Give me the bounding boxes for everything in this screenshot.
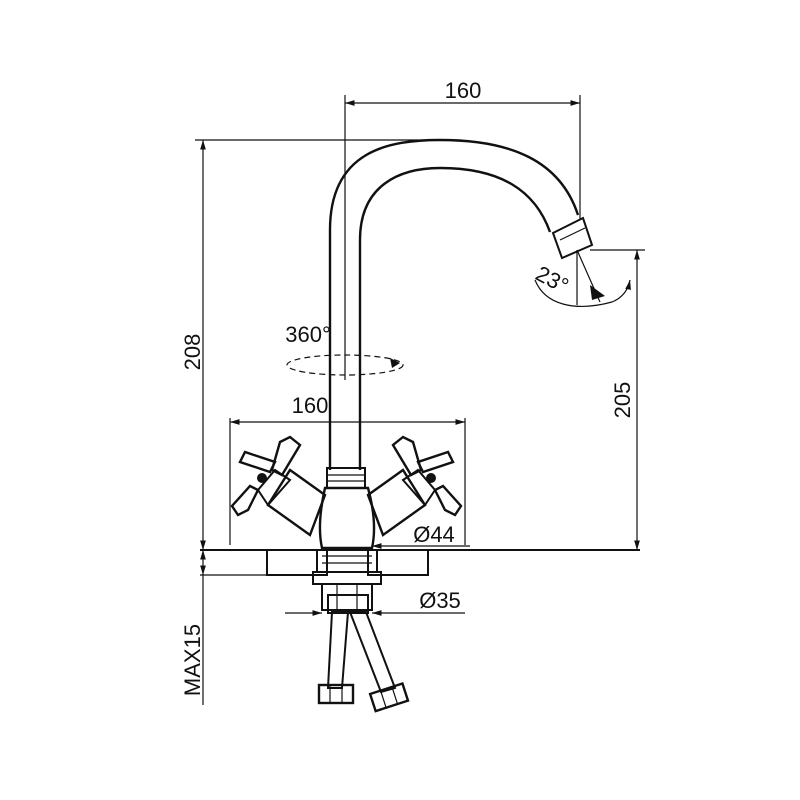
right-handle-screw <box>426 473 436 483</box>
dimension-outlet-angle: 23° <box>532 249 631 307</box>
outlet-height-label: 205 <box>610 382 635 419</box>
hoses <box>317 611 410 713</box>
dimension-outlet-height: 205 <box>590 249 645 550</box>
handle-spacing-label: 160 <box>292 393 329 418</box>
left-hose-fitting <box>317 683 355 705</box>
left-handle <box>230 435 327 537</box>
spout-reach-label: 160 <box>445 78 482 103</box>
dimension-base-diameter: Ø44 <box>372 522 470 549</box>
left-hose <box>326 611 350 689</box>
right-handle <box>366 435 463 537</box>
mount-diameter-label: Ø35 <box>419 588 461 613</box>
dimension-swivel: 360° <box>285 322 404 376</box>
max-thickness-label: MAX15 <box>180 624 205 696</box>
right-hose-fitting <box>368 681 410 713</box>
base-diameter-label: Ø44 <box>413 522 455 547</box>
mount-shank <box>321 583 373 614</box>
countertop-section <box>266 549 429 585</box>
swivel-angle-label: 360° <box>285 322 331 347</box>
dimension-max-thickness: MAX15 <box>180 550 206 705</box>
outlet-angle-label: 23° <box>532 261 573 299</box>
faucet-body <box>318 467 376 550</box>
spout <box>328 138 594 470</box>
total-height-label: 208 <box>180 334 205 371</box>
right-hose <box>348 611 397 694</box>
dimension-spout-reach: 160 <box>344 78 581 380</box>
dimension-mount-diameter: Ø35 <box>285 588 465 616</box>
dimension-handle-spacing: 160 <box>229 393 466 545</box>
left-handle-screw <box>257 473 267 483</box>
dimension-total-height: 208 <box>180 139 440 550</box>
aerator <box>551 216 594 260</box>
